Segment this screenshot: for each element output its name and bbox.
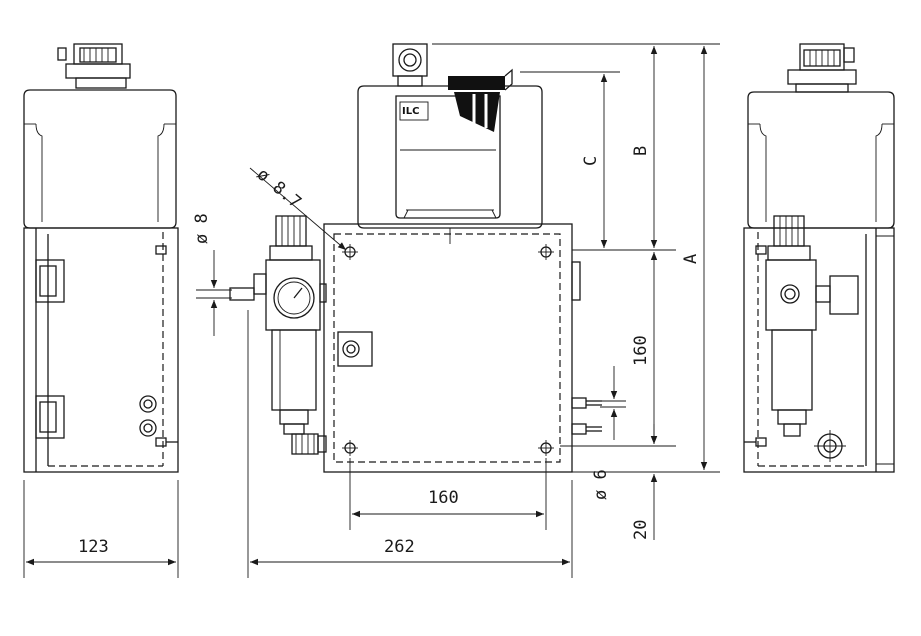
left-connector [57, 43, 131, 89]
label-overall-height: A [681, 254, 701, 264]
label-port-diameter: ø 8 [192, 213, 212, 244]
filter-regulator [229, 215, 327, 455]
right-side-view [743, 43, 895, 473]
label-height-c: C [581, 156, 601, 166]
logo-text: ILC [402, 106, 419, 117]
right-reservoir [747, 91, 895, 229]
label-mount-horizontal: 160 [428, 488, 459, 508]
left-side-view [23, 43, 179, 473]
outlet-fittings [571, 397, 602, 435]
label-side-width: 123 [78, 537, 109, 557]
dim-front-width: 262 [247, 310, 573, 578]
vertical-dimensions: C B A 160 20 ø 6 [432, 43, 720, 540]
front-view: ILC [229, 43, 602, 473]
dim-side-width: 123 [23, 480, 179, 578]
label-hole-diameter: ø 8.7 [253, 165, 305, 213]
dim-mount-horizontal: 160 [349, 458, 547, 530]
left-housing [23, 227, 179, 473]
front-housing [323, 223, 573, 473]
front-reservoir [357, 85, 543, 229]
dim-port-diameter: ø 8 [192, 213, 232, 336]
label-bottom-offset: 20 [631, 520, 651, 540]
left-reservoir [23, 89, 177, 229]
filler-cap [448, 68, 513, 132]
gland-plate [337, 331, 373, 367]
mounting-holes [342, 244, 554, 456]
label-front-width: 262 [384, 537, 415, 557]
label-mount-vertical: 160 [631, 335, 651, 366]
dim-hole-diameter: ø 8.7 [249, 165, 347, 251]
label-height-b: B [631, 146, 651, 156]
label-outlet-diameter: ø 6 [591, 469, 611, 500]
right-housing [743, 227, 895, 473]
